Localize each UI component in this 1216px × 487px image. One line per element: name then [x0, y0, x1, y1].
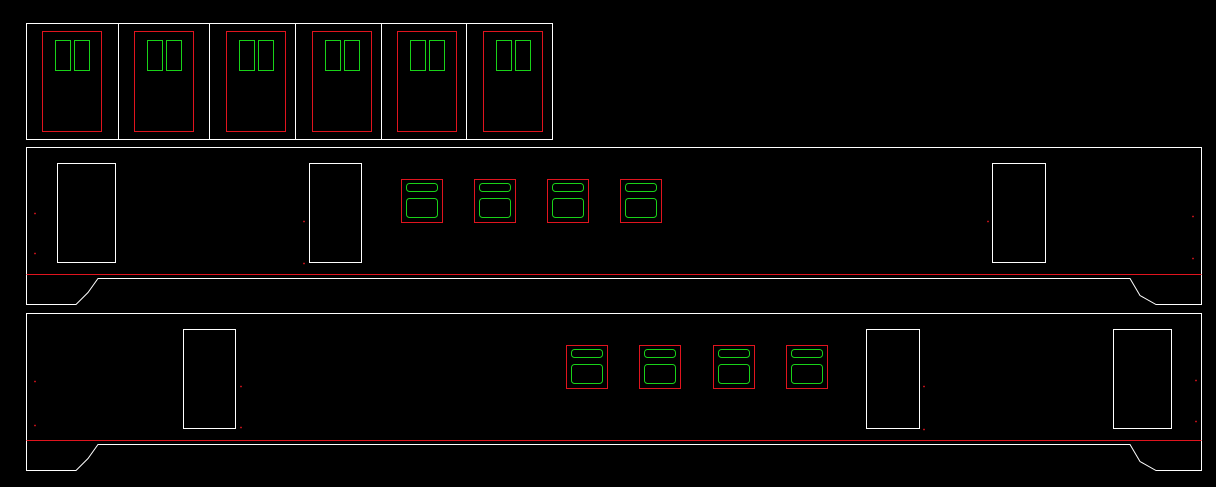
side-marker-lower-8	[1195, 420, 1197, 423]
side-marker-lower-6	[923, 428, 925, 431]
door-window-right-5	[429, 40, 445, 71]
side-marker-upper-7	[1192, 257, 1194, 260]
side-window-upper-upper-1	[406, 183, 438, 192]
door-outline-6	[483, 31, 543, 132]
door-window-left-4	[325, 40, 341, 71]
side-window-upper-lower-1	[571, 349, 603, 358]
side-marker-lower-3	[240, 385, 242, 388]
side-window-frame-upper-3	[547, 179, 589, 223]
door-window-left-2	[147, 40, 163, 71]
door-window-right-6	[515, 40, 531, 71]
side-window-lower-lower-1	[571, 364, 603, 384]
side-marker-upper-4	[303, 262, 305, 265]
door-outline-2	[134, 31, 194, 132]
side-window-upper-upper-2	[479, 183, 511, 192]
door-window-left-6	[496, 40, 512, 71]
side-marker-upper-3	[303, 220, 305, 223]
side-door-lower-1	[183, 329, 236, 429]
door-strip-frame	[26, 23, 553, 140]
side-window-lower-lower-2	[644, 364, 676, 384]
side-window-frame-upper-2	[474, 179, 516, 223]
side-marker-upper-5	[987, 220, 989, 223]
side-window-frame-lower-3	[713, 345, 755, 389]
side-window-upper-lower-3	[718, 349, 750, 358]
side-door-upper-1	[57, 163, 116, 263]
side-window-upper-upper-3	[552, 183, 584, 192]
side-marker-upper-2	[34, 252, 36, 255]
side-window-lower-upper-3	[552, 198, 584, 218]
door-window-right-1	[74, 40, 90, 71]
door-window-left-5	[410, 40, 426, 71]
side-window-upper-upper-4	[625, 183, 657, 192]
side-marker-upper-6	[1192, 215, 1194, 218]
side-outline-lower	[26, 313, 1202, 471]
door-panel-strip	[26, 23, 553, 140]
side-door-lower-2	[866, 329, 920, 429]
side-panel-lower	[26, 313, 1202, 471]
side-marker-lower-4	[240, 426, 242, 429]
side-door-lower-3	[1113, 329, 1172, 429]
side-window-frame-upper-1	[401, 179, 443, 223]
side-window-frame-lower-2	[639, 345, 681, 389]
side-marker-lower-2	[34, 424, 36, 427]
door-window-right-4	[344, 40, 360, 71]
side-window-frame-lower-1	[566, 345, 608, 389]
side-marker-lower-5	[923, 385, 925, 388]
side-window-frame-upper-4	[620, 179, 662, 223]
side-window-upper-lower-4	[791, 349, 823, 358]
side-outline-upper	[26, 147, 1202, 305]
door-outline-5	[397, 31, 457, 132]
door-outline-3	[226, 31, 286, 132]
side-marker-lower-1	[34, 380, 36, 383]
door-window-left-1	[55, 40, 71, 71]
door-outline-4	[312, 31, 372, 132]
side-door-upper-2	[309, 163, 362, 263]
side-window-lower-upper-2	[479, 198, 511, 218]
side-window-lower-upper-4	[625, 198, 657, 218]
side-window-lower-lower-4	[791, 364, 823, 384]
side-window-lower-upper-1	[406, 198, 438, 218]
side-marker-upper-1	[34, 212, 36, 215]
door-window-left-3	[239, 40, 255, 71]
side-window-frame-lower-4	[786, 345, 828, 389]
side-marker-lower-7	[1195, 379, 1197, 382]
side-panel-upper	[26, 147, 1202, 305]
door-window-right-3	[258, 40, 274, 71]
side-window-lower-lower-3	[718, 364, 750, 384]
door-outline-1	[42, 31, 102, 132]
side-window-upper-lower-2	[644, 349, 676, 358]
door-window-right-2	[166, 40, 182, 71]
side-door-upper-3	[992, 163, 1046, 263]
